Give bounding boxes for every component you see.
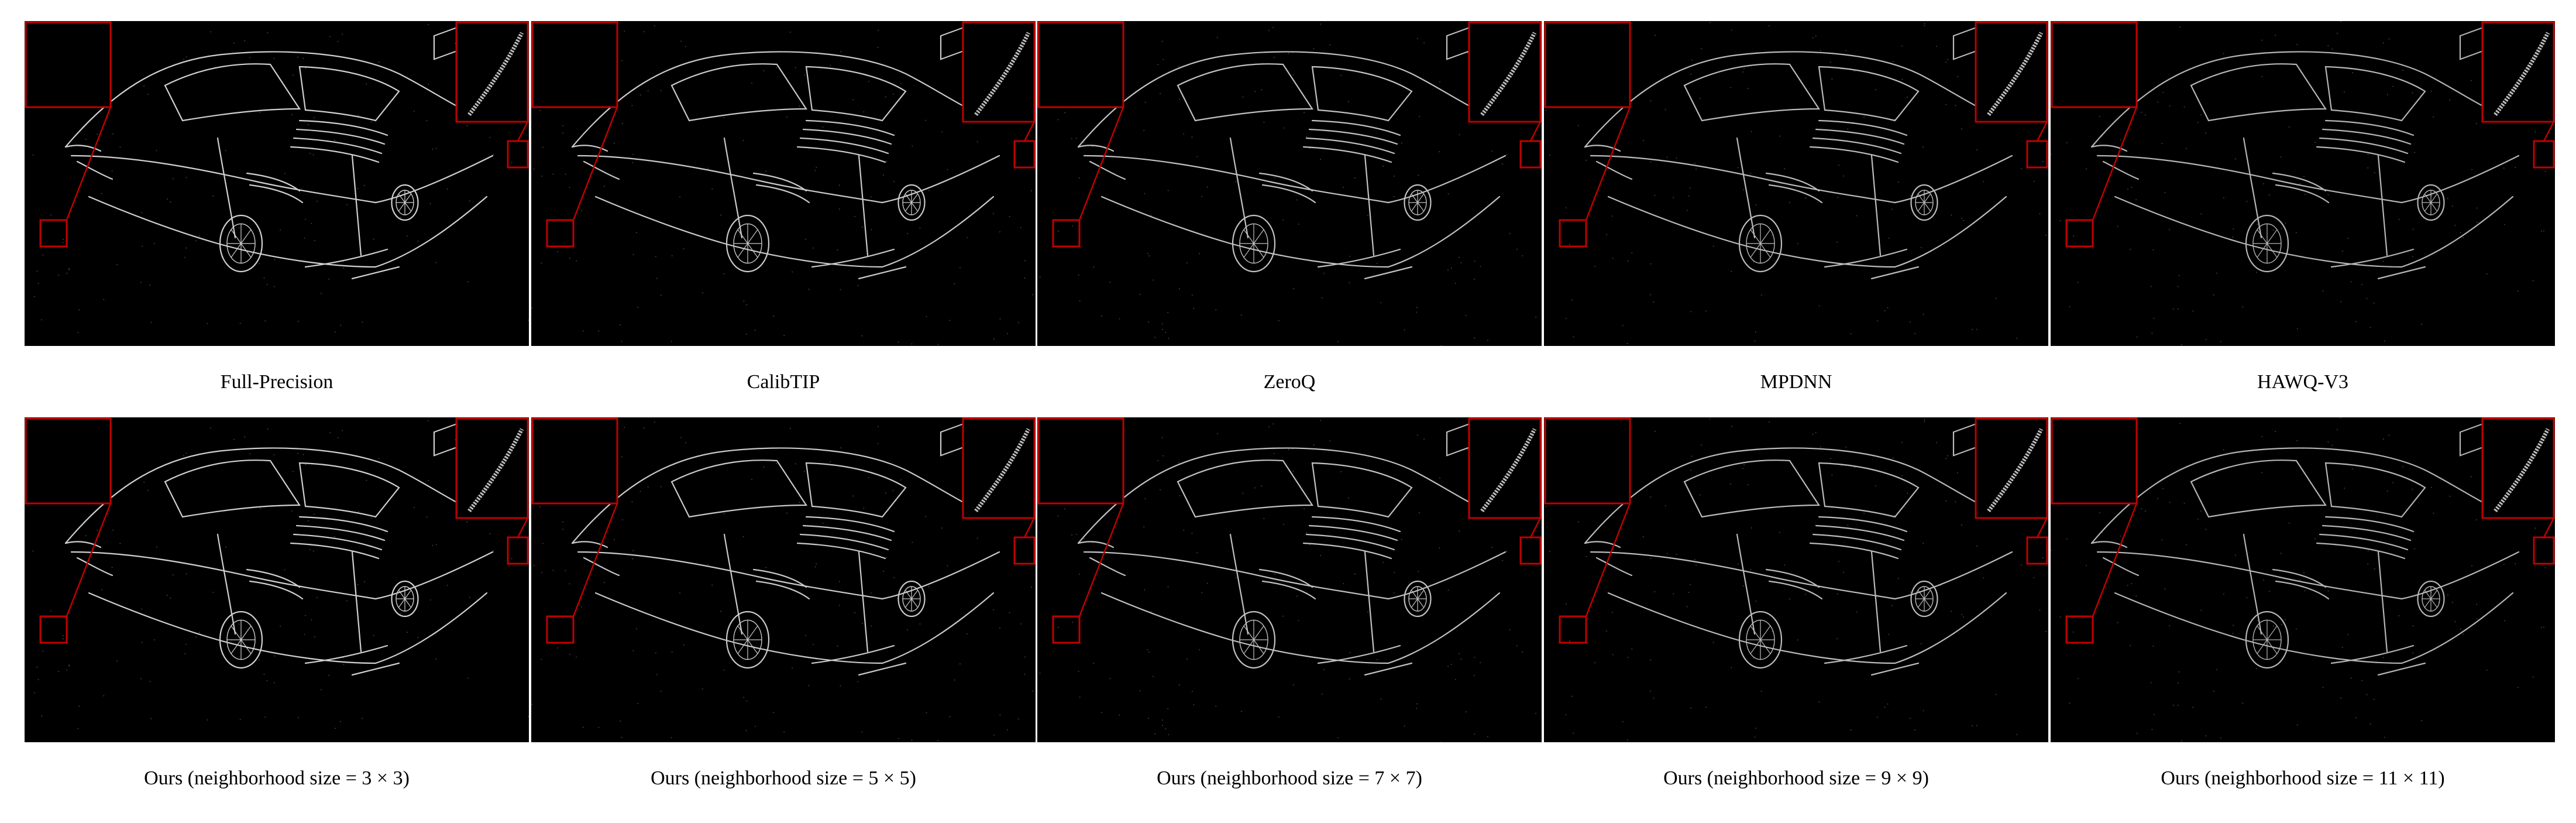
edge-map-panel (2051, 417, 2555, 742)
edge-map-picture (1037, 417, 1542, 742)
panel-caption: Ours (neighborhood size = 7 × 7) (1157, 767, 1422, 789)
edge-map-panel (531, 417, 1036, 742)
edge-map-picture (25, 417, 529, 742)
panel-caption: ZeroQ (1263, 371, 1316, 393)
panel-caption: Ours (neighborhood size = 5 × 5) (651, 767, 916, 789)
edge-map-panel (25, 417, 529, 742)
edge-map-picture (531, 21, 1036, 346)
edge-map-panel (1544, 21, 2048, 346)
edge-map-panel (2051, 21, 2555, 346)
panel-caption: MPDNN (1760, 371, 1832, 393)
edge-map-panel (1037, 417, 1542, 742)
panel-caption: Ours (neighborhood size = 3 × 3) (144, 767, 410, 789)
edge-map-panel (1037, 21, 1542, 346)
edge-map-panel (25, 21, 529, 346)
panel-caption: HAWQ-V3 (2257, 371, 2348, 393)
edge-map-picture (2051, 21, 2555, 346)
edge-map-panel (531, 21, 1036, 346)
edge-map-picture (531, 417, 1036, 742)
panel-caption: Ours (neighborhood size = 9 × 9) (1663, 767, 1929, 789)
edge-map-picture (2051, 417, 2555, 742)
panel-caption: Ours (neighborhood size = 11 × 11) (2161, 767, 2445, 789)
edge-map-picture (1544, 417, 2048, 742)
panel-caption: CalibTIP (747, 371, 820, 393)
edge-map-picture (1544, 21, 2048, 346)
edge-map-picture (25, 21, 529, 346)
panel-caption: Full-Precision (220, 371, 333, 393)
edge-map-panel (1544, 417, 2048, 742)
edge-map-picture (1037, 21, 1542, 346)
